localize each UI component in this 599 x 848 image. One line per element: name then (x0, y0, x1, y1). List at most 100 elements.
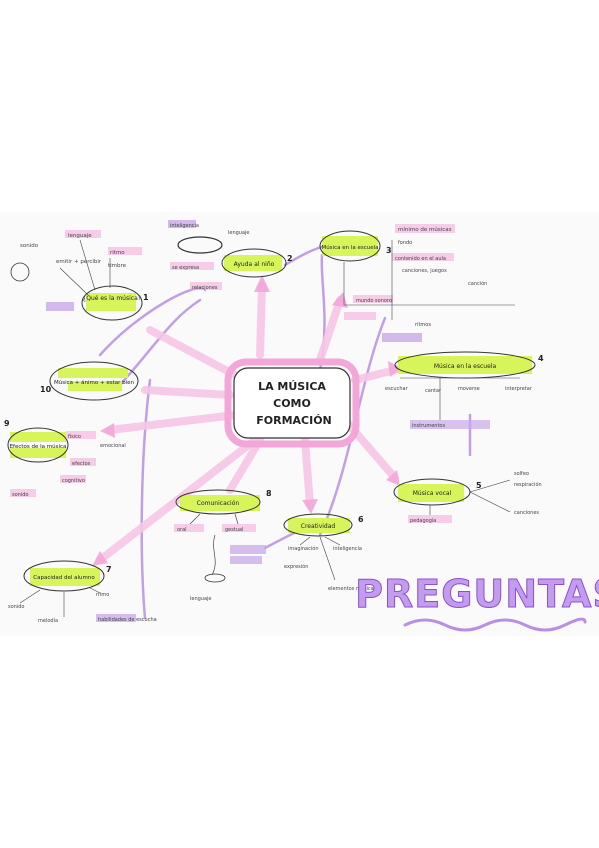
arrowhead-q7 (92, 551, 108, 566)
q2-sub-hl-4 (190, 282, 222, 290)
q4-sub-3: moverse (458, 386, 480, 392)
q9-highlight-2 (10, 448, 66, 458)
q8-doodle (204, 573, 226, 583)
q6-sublines (299, 536, 341, 581)
q3-label: Música en la escuela (321, 244, 378, 251)
q1-sub-3: sonido (20, 243, 39, 249)
q2-number: 2 (287, 254, 293, 263)
arrow-to-q1 (146, 326, 239, 379)
q7-sub-3: melodía (38, 617, 58, 624)
q4-sub-hl-5 (410, 420, 490, 429)
q10-label: Música + ánimo + estar bien (54, 379, 135, 386)
q9-number: 9 (4, 419, 10, 428)
center-line-3: FORMACIÓN (256, 414, 332, 427)
q1-highlight (86, 293, 136, 311)
center-node: LA MÚSICA COMO FORMACIÓN (224, 358, 360, 448)
q8-ellipse (175, 489, 261, 515)
q7-sublines (19, 587, 101, 617)
q3-sublines (343, 240, 515, 320)
q2-label: Ayuda al niño (234, 261, 275, 268)
arrow-to-q10 (141, 386, 234, 399)
q3-sub-hl-3 (392, 253, 454, 261)
q5-sub-1: solfeo (514, 471, 529, 477)
q1-sub-4: timbre (108, 263, 127, 269)
q1-sub-1: lenguaje (68, 233, 92, 239)
q4-label: Música en la escuela (434, 363, 497, 370)
q9-sub-3: efectos (72, 461, 91, 467)
q6-sub-1: imaginación (288, 545, 319, 552)
q9-sub-1: físico (68, 433, 81, 440)
q2-sub-hl-3 (170, 262, 214, 270)
q3-ellipse (319, 230, 381, 262)
arrow-to-q9 (106, 411, 239, 434)
q7-highlight (30, 568, 100, 586)
q6-sub-2: inteligencia (333, 546, 362, 552)
q7-label: Capacidad del alumno (33, 575, 95, 581)
q8-sub-hl-2 (222, 524, 256, 532)
center-line-1: LA MÚSICA (258, 380, 326, 393)
q1-number: 1 (143, 293, 149, 302)
q1-purple-tag (46, 302, 74, 311)
q5-sub-hl-4 (408, 515, 452, 523)
arrow-to-q3 (316, 296, 344, 364)
q1-sub-5: emitir + percibir (56, 259, 102, 265)
q2-highlight (224, 255, 282, 271)
arrow-to-q4 (351, 366, 399, 384)
preguntas-title: PREGUNTAS (355, 572, 599, 616)
q10-number: 10 (40, 385, 52, 394)
pink-arrows (96, 281, 399, 564)
q9-sub-hl-1 (66, 431, 96, 439)
q3-sub-6: canción (468, 280, 487, 287)
q4-sub-2: cantar (425, 388, 442, 394)
q9-sub-2: emocional (100, 443, 126, 449)
q6-number: 6 (358, 515, 364, 524)
q3-sub-1: mínimo de músicas (398, 226, 452, 233)
q5-label: Música vocal (413, 490, 452, 497)
q3-pink-tag-2 (344, 312, 376, 320)
q3-sub-3: contenido en el aula (395, 256, 446, 262)
q2-sub-3: se expresa (172, 265, 199, 271)
q6-ellipse (283, 513, 353, 537)
q8-sub-2: gestual (225, 527, 243, 533)
q9-sub-hl-5 (60, 475, 86, 483)
center-line-2: COMO (273, 397, 311, 410)
center-box-inner (233, 367, 351, 439)
q9-sub-hl-3 (70, 458, 96, 466)
q2-doodle (177, 236, 223, 254)
q9-ellipse (7, 427, 69, 463)
preguntas-title-group: PREGUNTAS (355, 572, 599, 632)
preguntas-wave (403, 617, 587, 632)
node-q10: Música + ánimo + estar bien 10 (40, 361, 139, 401)
q4-sub-5: instrumentos (412, 423, 445, 429)
node-q5: Música vocal 5 solfeo respiración cancio… (393, 471, 542, 524)
arrow-to-q2 (256, 281, 266, 359)
arrow-to-q8 (226, 436, 264, 494)
q3-sub-2: fondo (398, 240, 412, 246)
q3-sub-4: canciones, juegos (402, 268, 447, 274)
q8-label: Comunicación (197, 500, 240, 507)
q5-sub-3: canciones (514, 510, 539, 516)
q6-highlight (288, 518, 350, 533)
q3-sub-hl-5 (353, 295, 393, 303)
node-q9: Efectos de la música 9 físico emocional … (4, 419, 126, 498)
q8-highlight (180, 495, 260, 511)
connector-q10-q7 (140, 378, 152, 620)
q3-number: 3 (386, 246, 392, 255)
q2-sub-2: lenguaje (228, 230, 250, 236)
node-q8: Comunicación 8 oral gestual lenguaje (174, 489, 272, 602)
q7-sub-2: ritmo (96, 592, 109, 598)
q4-sublines (400, 377, 520, 420)
q1-ellipse (81, 285, 143, 321)
q10-highlight-2 (68, 381, 122, 391)
center-box-outer (224, 358, 360, 448)
q3-sub-hl-1 (395, 224, 455, 233)
q4-number: 4 (538, 354, 544, 363)
q1-doodle-circle (10, 262, 30, 282)
q8-sub-1: oral (177, 527, 187, 533)
arrowhead-q5 (386, 470, 400, 486)
q8-sublines (189, 513, 239, 576)
q3-sub-7: ritmos (415, 322, 431, 328)
q2-sub-4: relaciones (192, 285, 218, 291)
arrowhead-q4 (388, 361, 402, 377)
q9-sub-4: sonido (12, 492, 28, 498)
